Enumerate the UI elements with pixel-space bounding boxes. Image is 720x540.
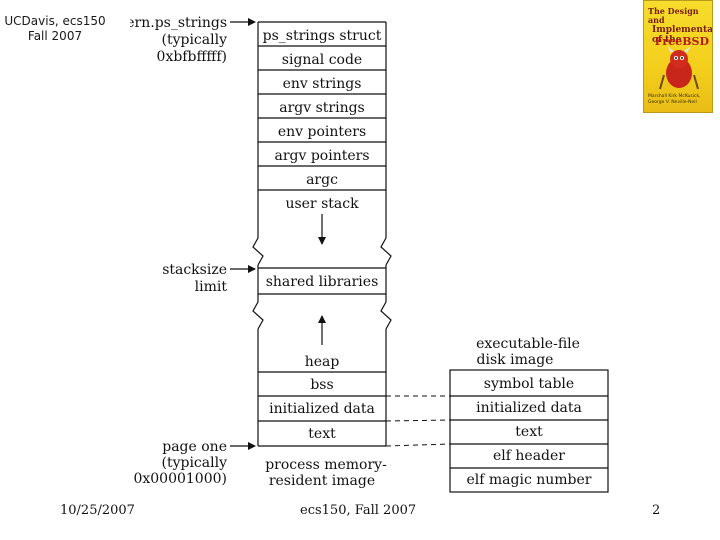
course-term: Fall 2007: [27, 29, 83, 43]
freebsd-book-cover: The Design and Implementation of the Fre…: [643, 0, 713, 113]
shared-libraries-cell: shared libraries: [266, 274, 379, 290]
argc-cell: argc: [306, 172, 338, 188]
exec-text-cell: text: [515, 424, 543, 440]
page-one-label-line3: 0x00001000): [133, 471, 227, 487]
exec-initialized-data-cell: initialized data: [476, 400, 582, 416]
signal-code-cell: signal code: [282, 52, 362, 68]
ps-strings-cell: ps_strings struct: [263, 28, 382, 44]
process-caption-line1: process memory-: [265, 457, 387, 473]
course-header: UCDavis, ecs150 Fall 2007: [0, 14, 110, 44]
exec-column: [449, 369, 609, 493]
memory-layout-figure: ps_strings struct signal code env string…: [118, 0, 618, 500]
elf-header-cell: elf header: [493, 448, 565, 464]
kern-label-line1: kern.ps_strings: [130, 15, 227, 31]
memory-layout-diagram: ps_strings struct signal code env string…: [118, 15, 609, 493]
heap-cell: heap: [305, 354, 340, 370]
exec-title-line2: disk image: [477, 352, 554, 368]
page-one-label-line1: page one: [162, 439, 227, 455]
footer-date: 10/25/2007: [60, 503, 135, 518]
kern-label-line2: (typically: [162, 32, 228, 48]
initialized-data-cell: initialized data: [269, 401, 375, 417]
process-caption-line2: resident image: [269, 473, 375, 489]
symbol-table-cell: symbol table: [484, 376, 574, 392]
stacksize-label-line2: limit: [195, 279, 228, 295]
book-authors: Marshall Kirk McKusick, George V. Nevill…: [648, 94, 701, 105]
process-column: [252, 21, 392, 447]
mapping-dashes: [385, 395, 451, 447]
book-title-os: FreeBSD: [654, 35, 709, 48]
exec-title-line1: executable-file: [476, 336, 580, 352]
text-cell: text: [308, 426, 336, 442]
stacksize-label-line1: stacksize: [162, 262, 227, 278]
user-stack-cell: user stack: [285, 196, 359, 212]
page-number: 2: [652, 503, 661, 518]
book-title-mid: Implementation of the: [652, 25, 713, 45]
daemon-mascot-icon: [659, 46, 699, 90]
bss-cell: bss: [310, 377, 333, 393]
env-strings-cell: env strings: [283, 76, 362, 92]
env-pointers-cell: env pointers: [278, 124, 366, 140]
kern-label-line3: 0xbfbfffff): [157, 49, 227, 65]
argv-strings-cell: argv strings: [279, 100, 365, 116]
footer-course: ecs150, Fall 2007: [300, 503, 417, 518]
page-one-label-line2: (typically: [162, 455, 228, 471]
argv-pointers-cell: argv pointers: [274, 148, 369, 164]
book-title-top: The Design and: [648, 6, 699, 25]
elf-magic-number-cell: elf magic number: [467, 472, 592, 488]
course-title: UCDavis, ecs150: [4, 14, 106, 28]
